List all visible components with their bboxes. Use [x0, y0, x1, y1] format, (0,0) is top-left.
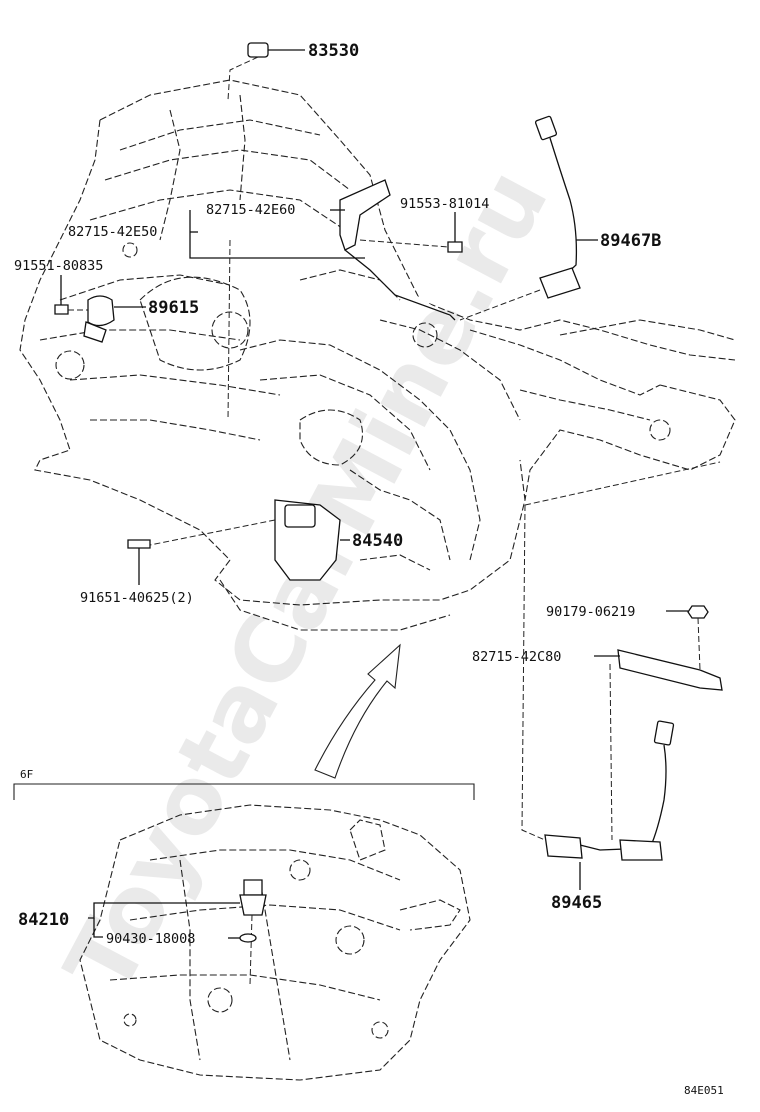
- part-89467B-drawing: [459, 115, 598, 321]
- label-91553-81014: 91553-81014: [400, 196, 489, 212]
- label-90430-18008: 90430-18008: [106, 931, 195, 947]
- label-89467B: 89467B: [600, 231, 661, 251]
- section-label-6f: 6F: [20, 768, 33, 781]
- part-89465-drawing: [521, 461, 721, 890]
- engine-6f-drawing: [79, 804, 471, 1081]
- label-82715-42E60: 82715-42E60: [206, 202, 295, 218]
- watermark-text: ToyotaCarMine.ru: [45, 152, 569, 1010]
- label-84210: 84210: [18, 910, 69, 930]
- figure-code: 84E051: [684, 1084, 724, 1097]
- part-91553-81014-drawing: [359, 212, 463, 253]
- part-83530-drawing: [227, 42, 305, 101]
- label-89615: 89615: [148, 298, 199, 318]
- part-90430-18008-drawing: [228, 933, 257, 943]
- label-84540: 84540: [352, 531, 403, 551]
- label-91551-80835: 91551-80835: [14, 258, 103, 274]
- part-bracket-drawing: [189, 179, 456, 421]
- part-89615-drawing: [83, 295, 146, 343]
- part-90179-06219-drawing: [666, 605, 709, 671]
- label-89465: 89465: [551, 893, 602, 913]
- part-84210-drawing: [88, 879, 267, 986]
- part-84540-drawing: [149, 499, 350, 581]
- part-91651-40625-drawing: [127, 539, 151, 585]
- label-82715-42E50: 82715-42E50: [68, 224, 157, 240]
- part-82715-42C80-drawing: [594, 649, 723, 841]
- label-91651-40625: 91651-40625(2): [80, 590, 194, 606]
- label-83530: 83530: [308, 41, 359, 61]
- direction-arrow: [314, 643, 401, 779]
- label-90179-06219: 90179-06219: [546, 604, 635, 620]
- label-82715-42C80: 82715-42C80: [472, 649, 561, 665]
- part-91551-80835-drawing: [54, 275, 90, 315]
- section-bracket-6f: [13, 783, 475, 800]
